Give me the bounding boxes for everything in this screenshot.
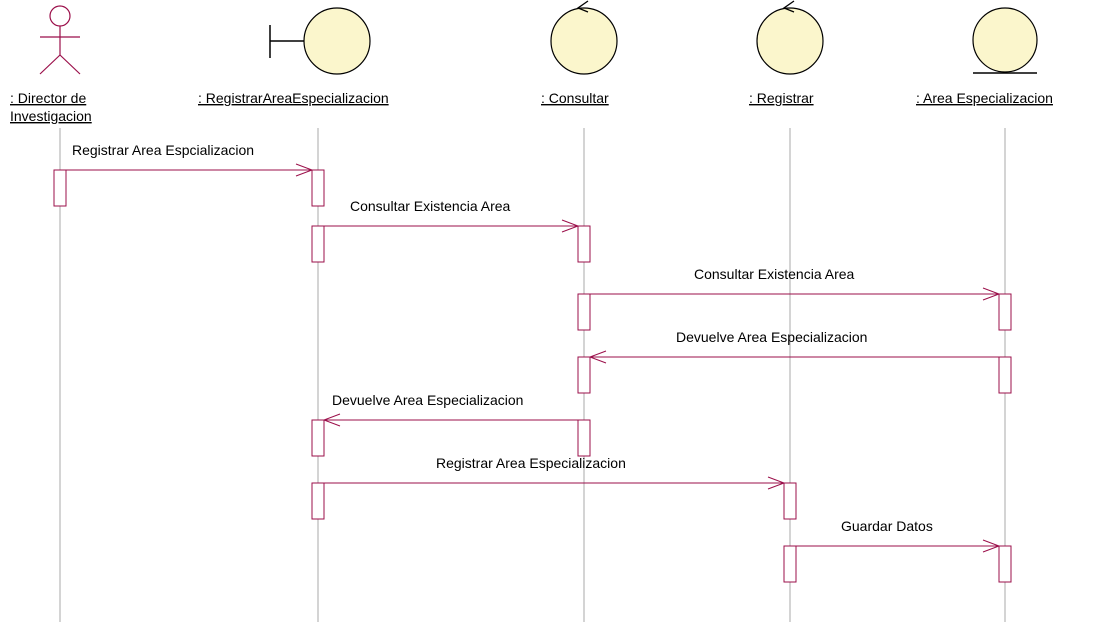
message-5: Devuelve Area Especializacion: [322, 392, 578, 427]
participant-label-registrar-area: : RegistrarAreaEspecializacion: [198, 90, 389, 106]
activation-box: [53, 169, 67, 207]
actor-icon: [39, 5, 81, 75]
participant-heads: : Director de Investigacion : RegistrarAre…: [10, 0, 1053, 124]
arrowhead: [295, 163, 314, 177]
message-label: Guardar Datos: [841, 518, 933, 534]
activation-box: [577, 356, 591, 394]
activation-box: [577, 225, 591, 263]
activation-box: [311, 225, 325, 263]
message-6: Registrar Area Especializacion: [324, 455, 786, 490]
participant-label-registrar: : Registrar: [749, 90, 814, 106]
participant-label-consultar: : Consultar: [541, 90, 609, 106]
activation-box: [783, 545, 797, 583]
arrowhead: [588, 350, 607, 364]
activation-box: [577, 419, 591, 457]
participant-label-director: : Director de: [10, 90, 86, 106]
message-label: Registrar Area Especializacion: [436, 455, 626, 471]
activation-box: [783, 482, 797, 520]
message-7: Guardar Datos: [796, 518, 1001, 553]
arrowhead: [982, 287, 1001, 301]
message-4: Devuelve Area Especializacion: [588, 329, 999, 364]
control-icon: [756, 0, 824, 75]
control-icon: [550, 0, 618, 75]
activation-box: [998, 356, 1012, 394]
participant-registrar-area: : RegistrarAreaEspecializacion: [198, 7, 389, 106]
boundary-icon: [269, 7, 371, 75]
activation-box: [577, 293, 591, 331]
participant-label-director: Investigacion: [10, 108, 92, 124]
message-label: Consultar Existencia Area: [694, 266, 855, 282]
message-2: Consultar Existencia Area: [324, 198, 580, 233]
activation-boxes: [53, 169, 1012, 583]
message-label: Consultar Existencia Area: [350, 198, 511, 214]
participant-label-area: : Area Especializacion: [916, 90, 1053, 106]
lifelines: [59, 128, 1006, 622]
activation-box: [998, 545, 1012, 583]
activation-box: [311, 169, 325, 207]
arrowhead: [322, 413, 341, 427]
message-3: Consultar Existencia Area: [590, 266, 1001, 301]
activation-box: [998, 293, 1012, 331]
arrowhead: [982, 539, 1001, 553]
activation-box: [311, 419, 325, 457]
participant-area: : Area Especializacion: [916, 7, 1053, 106]
message-label: Devuelve Area Especializacion: [676, 329, 867, 345]
entity-icon: [972, 7, 1038, 74]
participant-director: : Director de Investigacion: [10, 5, 92, 124]
participant-registrar: : Registrar: [749, 0, 824, 106]
message-label: Registrar Area Espcializacion: [72, 142, 254, 158]
participant-consultar: : Consultar: [541, 0, 618, 106]
message-label: Devuelve Area Especializacion: [332, 392, 523, 408]
arrowhead: [767, 476, 786, 490]
message-1: Registrar Area Espcializacion: [66, 142, 314, 177]
arrowhead: [561, 219, 580, 233]
activation-box: [311, 482, 325, 520]
